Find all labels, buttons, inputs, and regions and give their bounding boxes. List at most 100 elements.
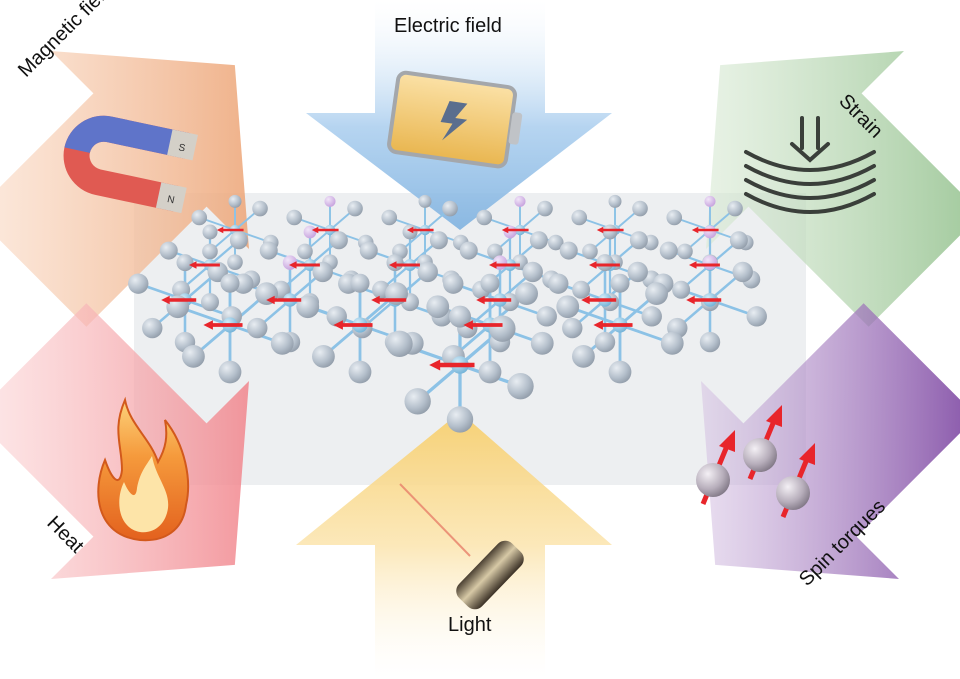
spin-arrow-head bbox=[691, 226, 699, 234]
ligand-atom bbox=[507, 372, 534, 400]
pink-atom bbox=[303, 225, 317, 239]
ligand-atom bbox=[329, 231, 348, 250]
ligand-atom bbox=[142, 317, 163, 339]
ligand-atom bbox=[417, 261, 438, 283]
ligand-atom bbox=[259, 241, 278, 260]
spin-arrow-head bbox=[501, 226, 509, 234]
spin-vector-head bbox=[719, 430, 735, 452]
crystal-lattice bbox=[128, 194, 767, 433]
ligand-atom bbox=[176, 254, 194, 272]
ligand-atom bbox=[582, 243, 598, 260]
ligand-atom bbox=[191, 209, 208, 226]
spin-vector-head bbox=[766, 405, 782, 427]
pink-atom bbox=[703, 225, 717, 239]
ligand-atom bbox=[182, 344, 205, 368]
ligand-atom bbox=[732, 261, 753, 283]
spin-particle bbox=[696, 463, 730, 497]
spin-arrow-head bbox=[311, 226, 319, 234]
ligand-atom bbox=[529, 231, 548, 250]
spin-torques-arrow bbox=[701, 303, 960, 579]
spin-arrow-head bbox=[429, 359, 441, 371]
ligand-atom bbox=[228, 194, 242, 208]
spin-arrow-head bbox=[203, 320, 213, 330]
flame-icon bbox=[97, 396, 190, 542]
ligand-atom bbox=[480, 273, 500, 293]
ligand-atom bbox=[659, 241, 678, 260]
spin-arrow-head bbox=[289, 261, 297, 269]
spin-arrow-head bbox=[216, 226, 224, 234]
ligand-atom bbox=[202, 243, 218, 260]
ligand-atom bbox=[218, 360, 242, 384]
ligand-atom bbox=[159, 241, 178, 260]
ligand-atom bbox=[449, 305, 471, 328]
ligand-atom bbox=[559, 241, 578, 260]
ligand-atom bbox=[571, 209, 588, 226]
ligand-atom bbox=[247, 317, 268, 339]
ligand-atom bbox=[418, 194, 432, 208]
electric-field-label: Electric field bbox=[394, 15, 502, 37]
spin-vector-head bbox=[799, 443, 815, 465]
ligand-atom bbox=[252, 200, 268, 217]
spin-arrow-head bbox=[371, 295, 380, 305]
spin-arrow-head bbox=[406, 226, 414, 234]
ligand-atom bbox=[602, 224, 618, 240]
spin-particle bbox=[743, 438, 777, 472]
spin-arrow-head bbox=[476, 295, 485, 305]
ligand-atom bbox=[229, 231, 248, 250]
ligand-atom bbox=[530, 331, 554, 355]
ligand-atom bbox=[536, 306, 557, 327]
spin-arrow-head bbox=[489, 261, 497, 269]
ligand-atom bbox=[227, 254, 243, 270]
ligand-atom bbox=[297, 243, 313, 260]
ligand-atom bbox=[348, 360, 372, 384]
spin-particle bbox=[776, 476, 810, 510]
ligand-atom bbox=[537, 200, 553, 217]
ligand-atom bbox=[627, 261, 648, 283]
ligand-atom bbox=[426, 295, 450, 319]
ligand-atom bbox=[442, 200, 458, 217]
ligand-atom bbox=[429, 231, 448, 250]
spin-arrow-head bbox=[389, 261, 397, 269]
ligand-atom bbox=[641, 306, 662, 327]
ligand-atom bbox=[677, 243, 693, 260]
ligand-atom bbox=[729, 231, 748, 250]
ligand-atom bbox=[608, 360, 632, 384]
ligand-atom bbox=[128, 273, 149, 294]
strain-arrow bbox=[706, 51, 960, 327]
ligand-atom bbox=[443, 273, 464, 294]
ligand-atom bbox=[202, 224, 218, 240]
light-label: Light bbox=[448, 614, 492, 636]
svg-text:S: S bbox=[177, 142, 186, 154]
spin-arrow-head bbox=[266, 295, 275, 305]
spin-arrow-head bbox=[596, 226, 604, 234]
pink-atom bbox=[702, 255, 718, 270]
ligand-atom bbox=[402, 224, 418, 240]
ligand-atom bbox=[610, 273, 630, 293]
magnet-icon: S N bbox=[63, 115, 198, 214]
ligand-atom bbox=[201, 293, 219, 312]
ligand-atom bbox=[359, 241, 378, 260]
spin-arrow-head bbox=[161, 295, 170, 305]
ligand-atom bbox=[594, 331, 616, 353]
pink-atom bbox=[514, 195, 526, 207]
ligand-atom bbox=[660, 331, 684, 355]
ligand-atom bbox=[699, 331, 721, 353]
spin-arrows bbox=[161, 226, 722, 371]
ligand-atom bbox=[296, 295, 320, 319]
svg-text:N: N bbox=[166, 194, 175, 206]
ligand-atom bbox=[548, 273, 569, 294]
ligand-atom bbox=[404, 388, 431, 415]
ligand-atom bbox=[487, 243, 503, 260]
bending-strain-icon bbox=[744, 116, 876, 214]
pink-atom bbox=[324, 195, 336, 207]
ligand-atom bbox=[645, 282, 668, 306]
light-arrow bbox=[296, 412, 612, 679]
pink-atom bbox=[503, 225, 517, 239]
ligand-atom bbox=[381, 209, 398, 226]
ligand-atom bbox=[572, 280, 591, 299]
ligand-atom bbox=[629, 231, 648, 250]
ligand-atom bbox=[459, 241, 478, 260]
spin-arrow-head bbox=[189, 261, 197, 269]
